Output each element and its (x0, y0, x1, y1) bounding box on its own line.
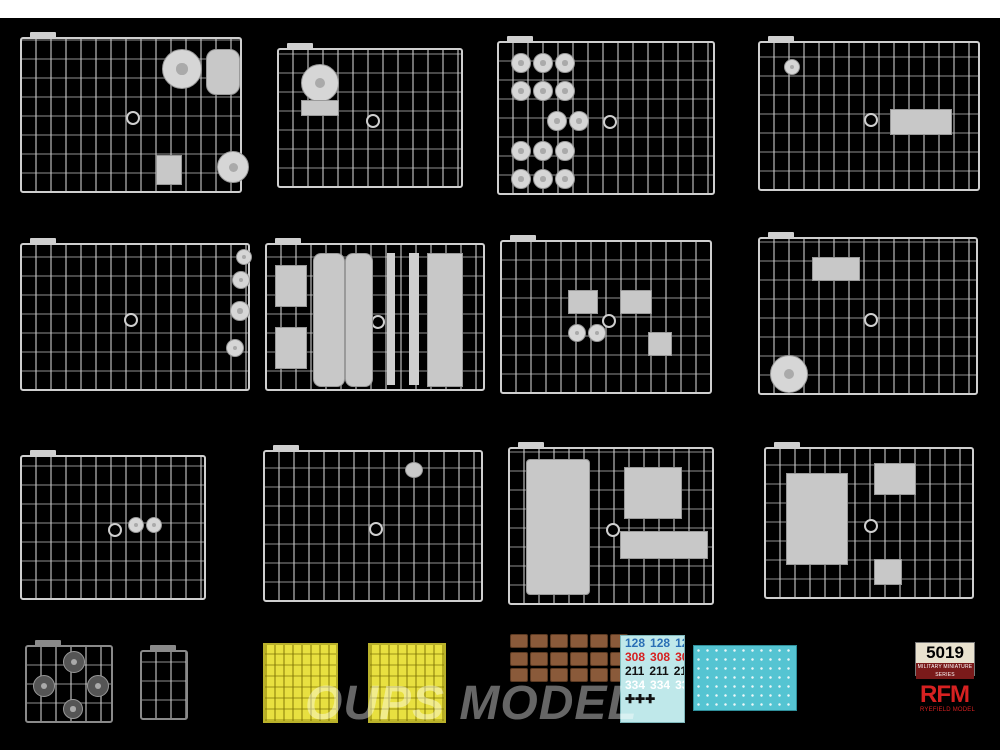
sprue-frame (20, 450, 206, 600)
balkenkreuz-decals: ✚✚✚ (625, 692, 656, 706)
brand-logo-mark: RFM (920, 681, 970, 708)
kit-number-badge: 5019 MILITARY MINIATURE SERIES (915, 642, 975, 679)
decal-number: 334 (625, 678, 646, 692)
kit-number: 5019 (926, 643, 964, 662)
sprue-frame-grey (140, 645, 188, 720)
sprue-frame (758, 232, 978, 395)
sprue-frame-grey (25, 640, 113, 723)
series-label: MILITARY MINIATURE SERIES (916, 663, 974, 679)
watermark-text: OUPS MODEL (305, 677, 638, 730)
decal-number: 128 (675, 636, 684, 650)
sprue-frame (497, 36, 715, 195)
decal-number: 334 (675, 678, 684, 692)
photo-etch-fret (263, 643, 338, 723)
brand-name: RYEFIELD MODEL (920, 707, 976, 713)
decal-number: 334 (650, 678, 671, 692)
decal-number: 128 (625, 636, 646, 650)
sprue-frame (758, 36, 980, 191)
track-links (510, 634, 628, 666)
decal-number: 308 (650, 650, 671, 664)
sprue-frame (500, 235, 712, 394)
decal-number: 211 (649, 664, 669, 678)
decal-number: 211 (673, 664, 684, 678)
decal-sheet-markings: 128 128 128 308 308 308 211 211 211 334 … (620, 635, 685, 723)
photo-etch-fret (368, 643, 446, 723)
decal-number: 128 (650, 636, 671, 650)
sprue-frame (508, 442, 714, 605)
sprue-frame (277, 43, 463, 188)
decal-sheet-zimmerit (693, 645, 797, 711)
brand-logo: RFM RYEFIELD MODEL (920, 681, 980, 714)
sprue-frame (265, 238, 485, 391)
decal-number: 211 (625, 664, 645, 678)
sprue-frame (764, 442, 974, 599)
sprue-frame (20, 32, 249, 193)
sprue-frame (263, 445, 483, 602)
decal-number: 308 (625, 650, 646, 664)
top-border (0, 0, 1000, 18)
decal-number: 308 (675, 650, 684, 664)
sprue-frame (20, 238, 252, 391)
